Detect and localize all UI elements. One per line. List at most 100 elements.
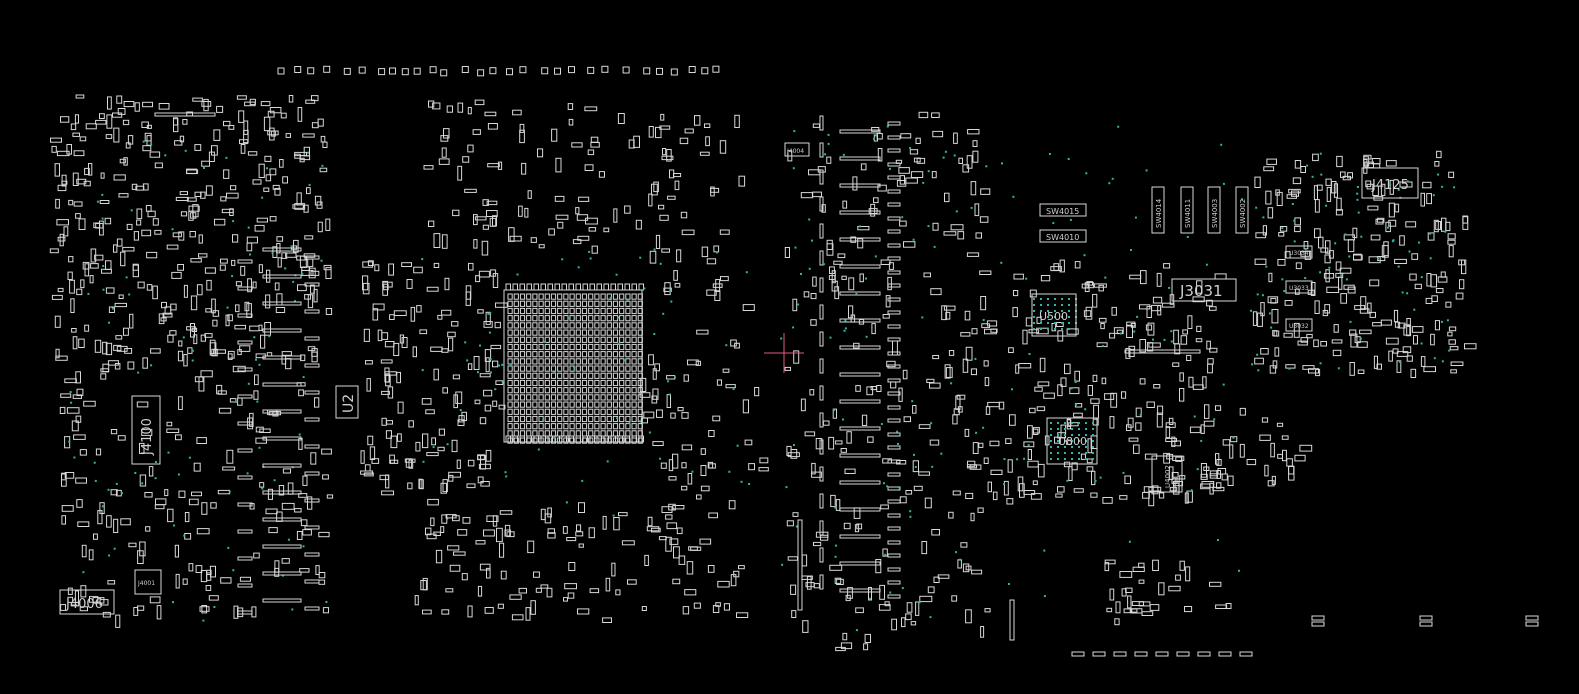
pad [67, 271, 73, 281]
chip-u800[interactable]: U800 [1046, 417, 1098, 465]
chip-u3032[interactable]: U3032 [1285, 318, 1313, 332]
pad [594, 430, 600, 437]
pad [425, 409, 435, 415]
pad [457, 165, 463, 181]
pad [567, 592, 575, 599]
pad [843, 522, 851, 530]
switch-sw4015[interactable]: SW4015 [1039, 203, 1087, 217]
chip-u3033[interactable]: U3033 [1285, 280, 1313, 294]
pad [557, 358, 563, 365]
pad [190, 323, 195, 338]
pad [594, 351, 600, 358]
pad [661, 506, 673, 514]
pad [819, 196, 824, 212]
pad [304, 579, 320, 584]
via [1281, 278, 1284, 281]
label-u3033: U3033 [1289, 285, 1309, 292]
pad [606, 379, 612, 387]
pad [590, 142, 600, 148]
pad [482, 224, 489, 230]
connector-j4006[interactable]: J4006 [59, 589, 115, 615]
pad [1005, 438, 1012, 445]
pad [456, 459, 461, 469]
pad [538, 329, 544, 336]
pad [519, 322, 526, 329]
pad [839, 426, 881, 431]
pad [1294, 160, 1302, 169]
pad [360, 470, 374, 475]
pad [51, 145, 57, 153]
pad [684, 589, 697, 596]
pad [557, 408, 563, 415]
pad [129, 313, 134, 329]
pad [588, 329, 594, 336]
pad [304, 309, 320, 314]
pad [63, 226, 69, 237]
pad [422, 577, 428, 591]
pad [77, 521, 90, 528]
switch-sw4010[interactable]: SW4010 [1039, 229, 1087, 243]
pad [575, 336, 581, 343]
chip-u500[interactable]: U500 [1031, 293, 1077, 337]
via [1168, 286, 1171, 289]
pad [918, 471, 931, 476]
pad [154, 162, 163, 169]
pad [177, 264, 184, 271]
pad [1270, 297, 1277, 304]
via [261, 196, 264, 199]
pad [479, 417, 487, 425]
connector-j4125[interactable]: J4125 [1361, 167, 1419, 199]
switch-sw4003[interactable]: SW4003 [1207, 186, 1221, 234]
pad [544, 423, 550, 430]
pad [557, 221, 564, 229]
pad [237, 529, 253, 534]
pad [1313, 185, 1319, 200]
switch-sw4011[interactable]: SW4011 [1180, 186, 1194, 234]
via [901, 216, 904, 219]
switch-sw4014[interactable]: SW4014 [1151, 186, 1165, 234]
pad [569, 300, 575, 307]
via [909, 515, 912, 518]
pad [977, 507, 984, 513]
pad [1410, 368, 1417, 378]
via [628, 421, 631, 424]
connector-j4001[interactable]: J4001 [134, 569, 162, 595]
pad [249, 325, 260, 332]
pad [507, 408, 513, 415]
pad [175, 196, 189, 201]
pad [237, 340, 253, 345]
via [792, 326, 795, 329]
pad [311, 122, 319, 129]
pad [302, 529, 312, 536]
switch-sw4002[interactable]: SW4002 [1235, 186, 1249, 234]
chip-u4002[interactable]: U4002 [1151, 455, 1183, 493]
connector-j4004[interactable]: J4004 [784, 142, 810, 157]
connector-j3031[interactable]: J3031 [1171, 278, 1237, 302]
pad [569, 336, 575, 343]
pad [1448, 245, 1454, 258]
pad [526, 358, 532, 365]
via [918, 601, 921, 604]
pad [433, 262, 440, 268]
pad [792, 512, 799, 517]
pad [670, 68, 678, 76]
pad [504, 524, 511, 537]
via [1328, 266, 1331, 269]
pad [1017, 476, 1024, 492]
chip-u2[interactable]: U2 [335, 385, 359, 419]
via [827, 142, 830, 145]
connector-j4100[interactable]: J4100 [131, 395, 161, 465]
pad [887, 148, 901, 153]
pad [723, 603, 731, 611]
pad [829, 266, 835, 274]
pad [1434, 161, 1440, 167]
pad [1022, 329, 1028, 345]
chip-u3034[interactable]: U3034 [1285, 245, 1313, 259]
pad [819, 493, 824, 509]
via [1047, 298, 1049, 300]
via [203, 167, 205, 169]
pad [557, 307, 563, 315]
pad [526, 322, 532, 329]
